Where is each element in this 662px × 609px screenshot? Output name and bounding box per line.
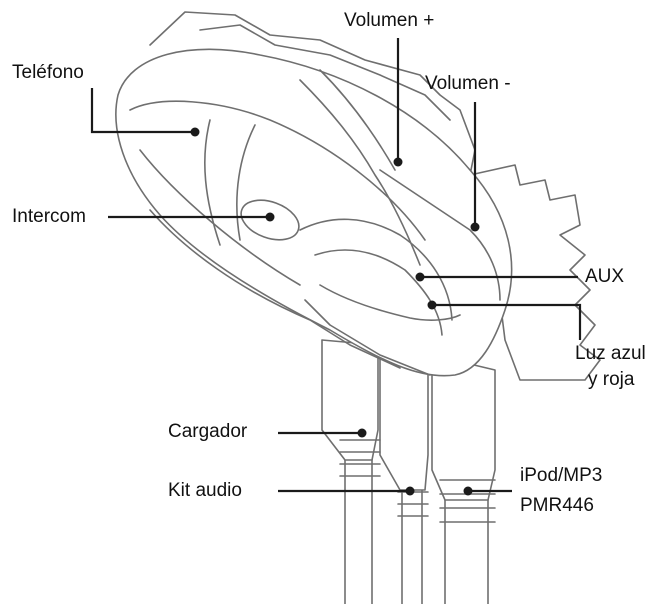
label-luz-line1: Luz azul <box>575 343 646 364</box>
callout-lines <box>90 38 582 493</box>
rear-clamp <box>469 164 601 381</box>
dot-telefono <box>190 127 200 137</box>
dot-kit-audio <box>405 486 415 496</box>
callout-luz <box>432 303 582 340</box>
dot-luz <box>427 300 437 310</box>
label-cargador: Cargador <box>168 421 248 442</box>
label-ipod: iPod/MP3 <box>520 465 603 486</box>
dot-cargador <box>357 428 367 438</box>
callout-dots <box>190 127 480 496</box>
dot-volumen-menos <box>470 222 480 232</box>
label-aux: AUX <box>585 266 625 287</box>
label-volumen-menos: Volumen - <box>425 73 511 94</box>
callout-telefono <box>90 88 195 134</box>
label-volumen-mas: Volumen + <box>344 10 435 31</box>
label-kit-audio: Kit audio <box>168 480 242 501</box>
dot-volumen-mas <box>393 157 403 167</box>
main-body <box>115 48 513 377</box>
dot-aux <box>415 272 425 282</box>
dot-intercom <box>265 212 275 222</box>
label-intercom: Intercom <box>12 206 86 227</box>
dot-ipod <box>463 486 473 496</box>
label-pmr: PMR446 <box>520 495 594 516</box>
label-luz-line2: y roja <box>588 369 635 390</box>
label-telefono: Teléfono <box>12 62 84 83</box>
